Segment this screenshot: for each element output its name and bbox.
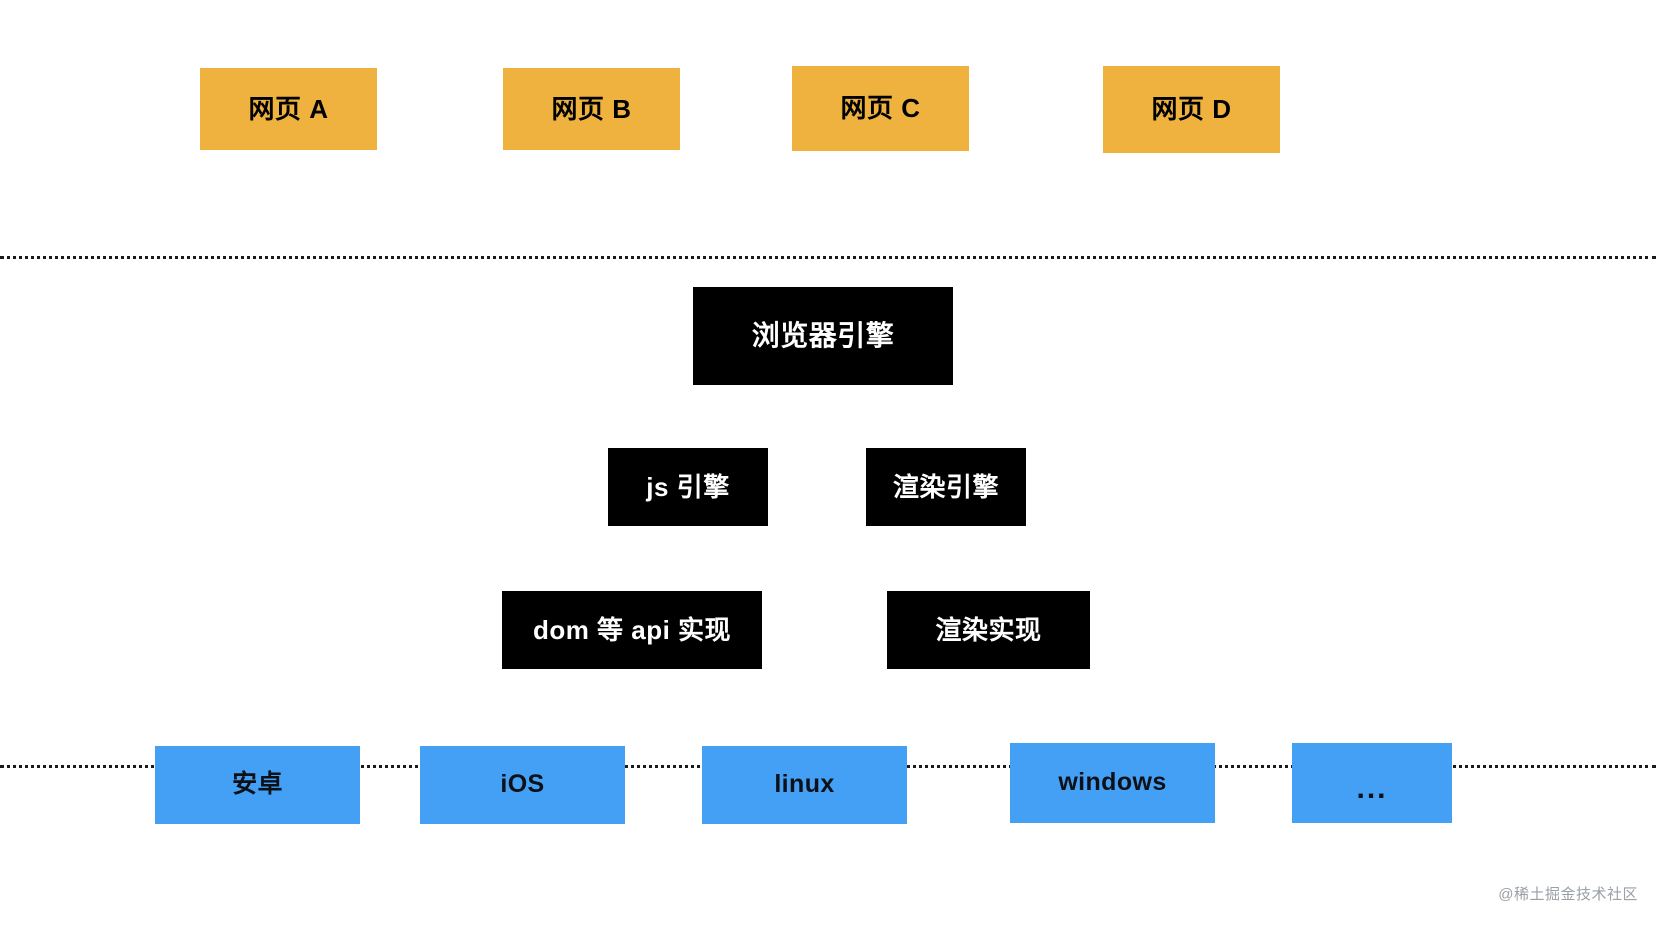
- render-impl-label: 渲染实现: [935, 614, 1042, 645]
- os-box-windows[interactable]: windows: [1010, 743, 1215, 823]
- browser-engine-label: 浏览器引擎: [751, 319, 895, 351]
- render-engine-label: 渲染引擎: [892, 471, 999, 502]
- os-box-windows-label: windows: [1058, 768, 1167, 797]
- page-box-c-label: 网页 C: [840, 93, 921, 124]
- dom-api-impl-label: dom 等 api 实现: [532, 614, 732, 645]
- os-box-android-label: 安卓: [232, 770, 283, 799]
- os-box-android[interactable]: 安卓: [155, 746, 360, 824]
- pages-engine-divider: [0, 256, 1656, 259]
- page-box-b-label: 网页 B: [551, 93, 632, 124]
- dom-api-impl-box[interactable]: dom 等 api 实现: [502, 591, 762, 669]
- js-engine-label: js 引擎: [646, 471, 730, 502]
- page-box-d[interactable]: 网页 D: [1103, 66, 1280, 153]
- page-box-c[interactable]: 网页 C: [792, 66, 969, 151]
- page-box-d-label: 网页 D: [1151, 94, 1232, 125]
- os-box-ios[interactable]: iOS: [420, 746, 625, 824]
- page-box-a[interactable]: 网页 A: [200, 68, 377, 150]
- os-box-ios-label: iOS: [500, 770, 545, 799]
- os-box-more-label: ...: [1356, 772, 1388, 805]
- render-engine-box[interactable]: 渲染引擎: [866, 448, 1026, 526]
- render-impl-box[interactable]: 渲染实现: [887, 591, 1090, 669]
- page-box-a-label: 网页 A: [248, 93, 329, 124]
- browser-engine-box[interactable]: 浏览器引擎: [693, 287, 953, 385]
- os-box-linux[interactable]: linux: [702, 746, 907, 824]
- watermark-text: @稀土掘金技术社区: [1498, 886, 1638, 903]
- js-engine-box[interactable]: js 引擎: [608, 448, 768, 526]
- os-box-linux-label: linux: [774, 770, 835, 799]
- page-box-b[interactable]: 网页 B: [503, 68, 680, 150]
- watermark: @稀土掘金技术社区: [1498, 883, 1638, 904]
- os-box-more[interactable]: ...: [1292, 743, 1452, 823]
